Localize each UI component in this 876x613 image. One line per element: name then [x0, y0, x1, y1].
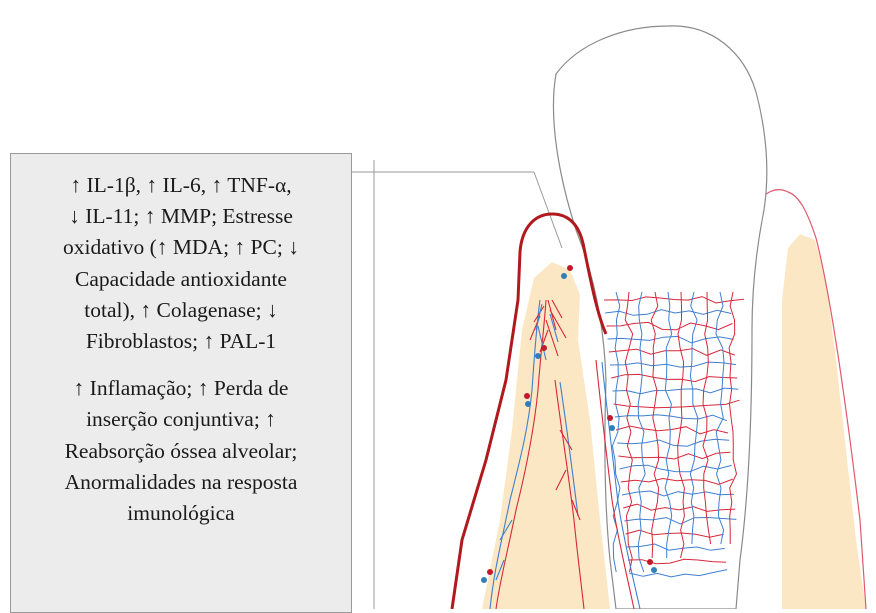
cell-dot-red — [567, 265, 573, 271]
cell-dot-blue — [481, 577, 487, 583]
cell-dot-red — [607, 415, 613, 421]
cell-dot-blue — [525, 401, 531, 407]
cell-dot-red — [541, 345, 547, 351]
cell-dot-red — [647, 559, 653, 565]
cell-dot-blue — [535, 353, 541, 359]
cell-dot-blue — [609, 425, 615, 431]
cell-dot-blue — [651, 567, 657, 573]
cell-dot-blue — [561, 273, 567, 279]
right-alveolar-bone — [782, 234, 866, 609]
left-alveolar-bone — [482, 262, 610, 609]
cell-dot-red — [487, 569, 493, 575]
cell-dot-red — [524, 393, 530, 399]
